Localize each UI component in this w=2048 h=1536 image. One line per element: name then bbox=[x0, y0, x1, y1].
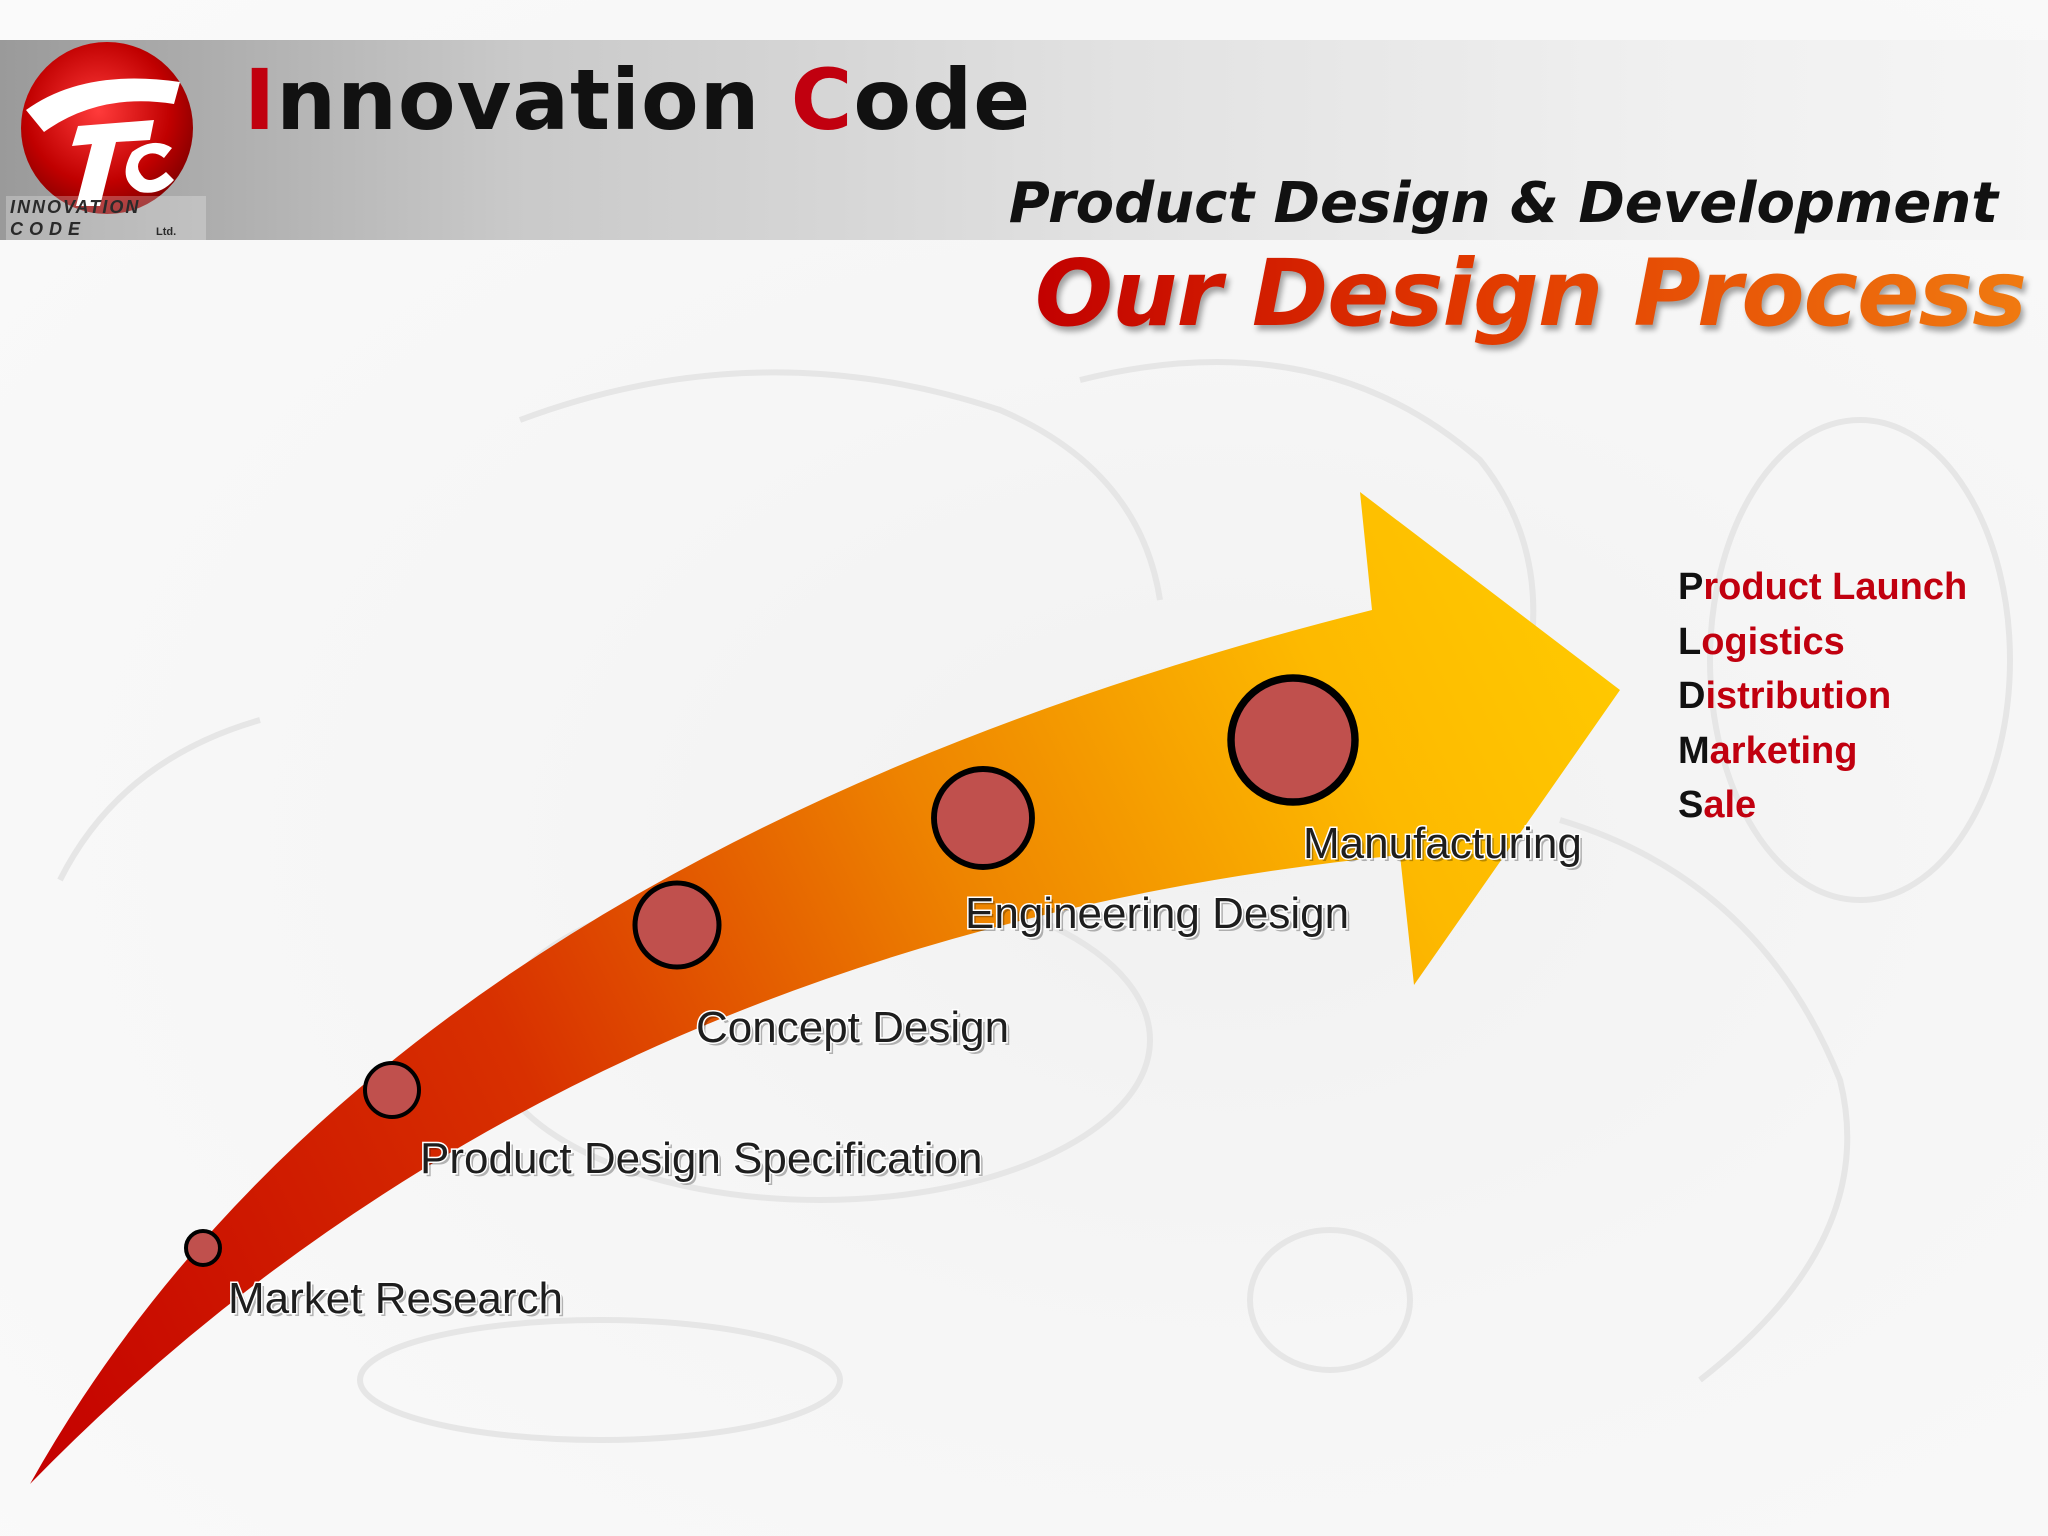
logo-wordmark-line-1: INNOVATION bbox=[10, 197, 140, 217]
item-rest: arketing bbox=[1709, 729, 1858, 772]
item-initial: D bbox=[1678, 675, 1706, 717]
stage-label-4: Engineering Design bbox=[965, 889, 1349, 938]
header-band bbox=[0, 40, 2048, 240]
item-initial: S bbox=[1678, 784, 1704, 826]
company-name-initial-i: I bbox=[244, 51, 277, 149]
item-initial: M bbox=[1678, 729, 1710, 772]
company-name-part-2: ode bbox=[853, 51, 1032, 149]
slide-title: Our Design Process bbox=[1035, 236, 2027, 352]
stage-label-shadow-4: Engineering Design bbox=[968, 892, 1352, 941]
stage-dot-2 bbox=[363, 1061, 421, 1119]
item-initial: L bbox=[1678, 620, 1702, 663]
stage-dot-1 bbox=[184, 1229, 222, 1267]
company-logo bbox=[6, 42, 206, 240]
logo-wordmark: INNOVATION CODE Ltd. bbox=[10, 197, 176, 239]
item-rest: roduct Launch bbox=[1703, 566, 1968, 608]
stage-label-1: Market Research bbox=[228, 1274, 563, 1323]
process-arrow bbox=[30, 492, 1620, 1484]
stage-label-shadow-2: Product Design Specification bbox=[423, 1137, 986, 1186]
company-name-initial-c: C bbox=[790, 51, 854, 149]
company-name-part-1: nnovation bbox=[276, 51, 791, 149]
post-manufacturing-item: Sale bbox=[1678, 778, 1967, 833]
stage-label-5: Manufacturing bbox=[1303, 819, 1582, 868]
stage-label-shadow-1: Market Research bbox=[231, 1277, 566, 1326]
item-rest: ogistics bbox=[1701, 620, 1845, 663]
company-name: Innovation Code bbox=[244, 44, 1031, 156]
post-manufacturing-item: Product Launch bbox=[1678, 560, 1967, 615]
stage-dot-4 bbox=[931, 766, 1035, 870]
post-manufacturing-item: Distribution bbox=[1678, 669, 1967, 724]
stage-label-3: Concept Design bbox=[696, 1003, 1009, 1052]
post-manufacturing-item: Marketing bbox=[1678, 724, 1967, 779]
item-initial: P bbox=[1678, 566, 1704, 608]
item-rest: istribution bbox=[1705, 675, 1892, 717]
stage-label-shadow-5: Manufacturing bbox=[1306, 822, 1585, 871]
post-manufacturing-item: Logistics bbox=[1678, 615, 1967, 670]
stage-label-2: Product Design Specification bbox=[420, 1134, 983, 1183]
logo-wordmark-line-2: CODE bbox=[10, 219, 86, 239]
logo-suffix: Ltd. bbox=[156, 226, 176, 238]
item-rest: ale bbox=[1703, 784, 1757, 826]
stage-label-shadow-3: Concept Design bbox=[699, 1006, 1012, 1055]
header-subtitle: Product Design & Development bbox=[1008, 171, 1998, 236]
stage-dot-5 bbox=[1227, 674, 1359, 806]
stage-dot-3 bbox=[632, 880, 722, 970]
